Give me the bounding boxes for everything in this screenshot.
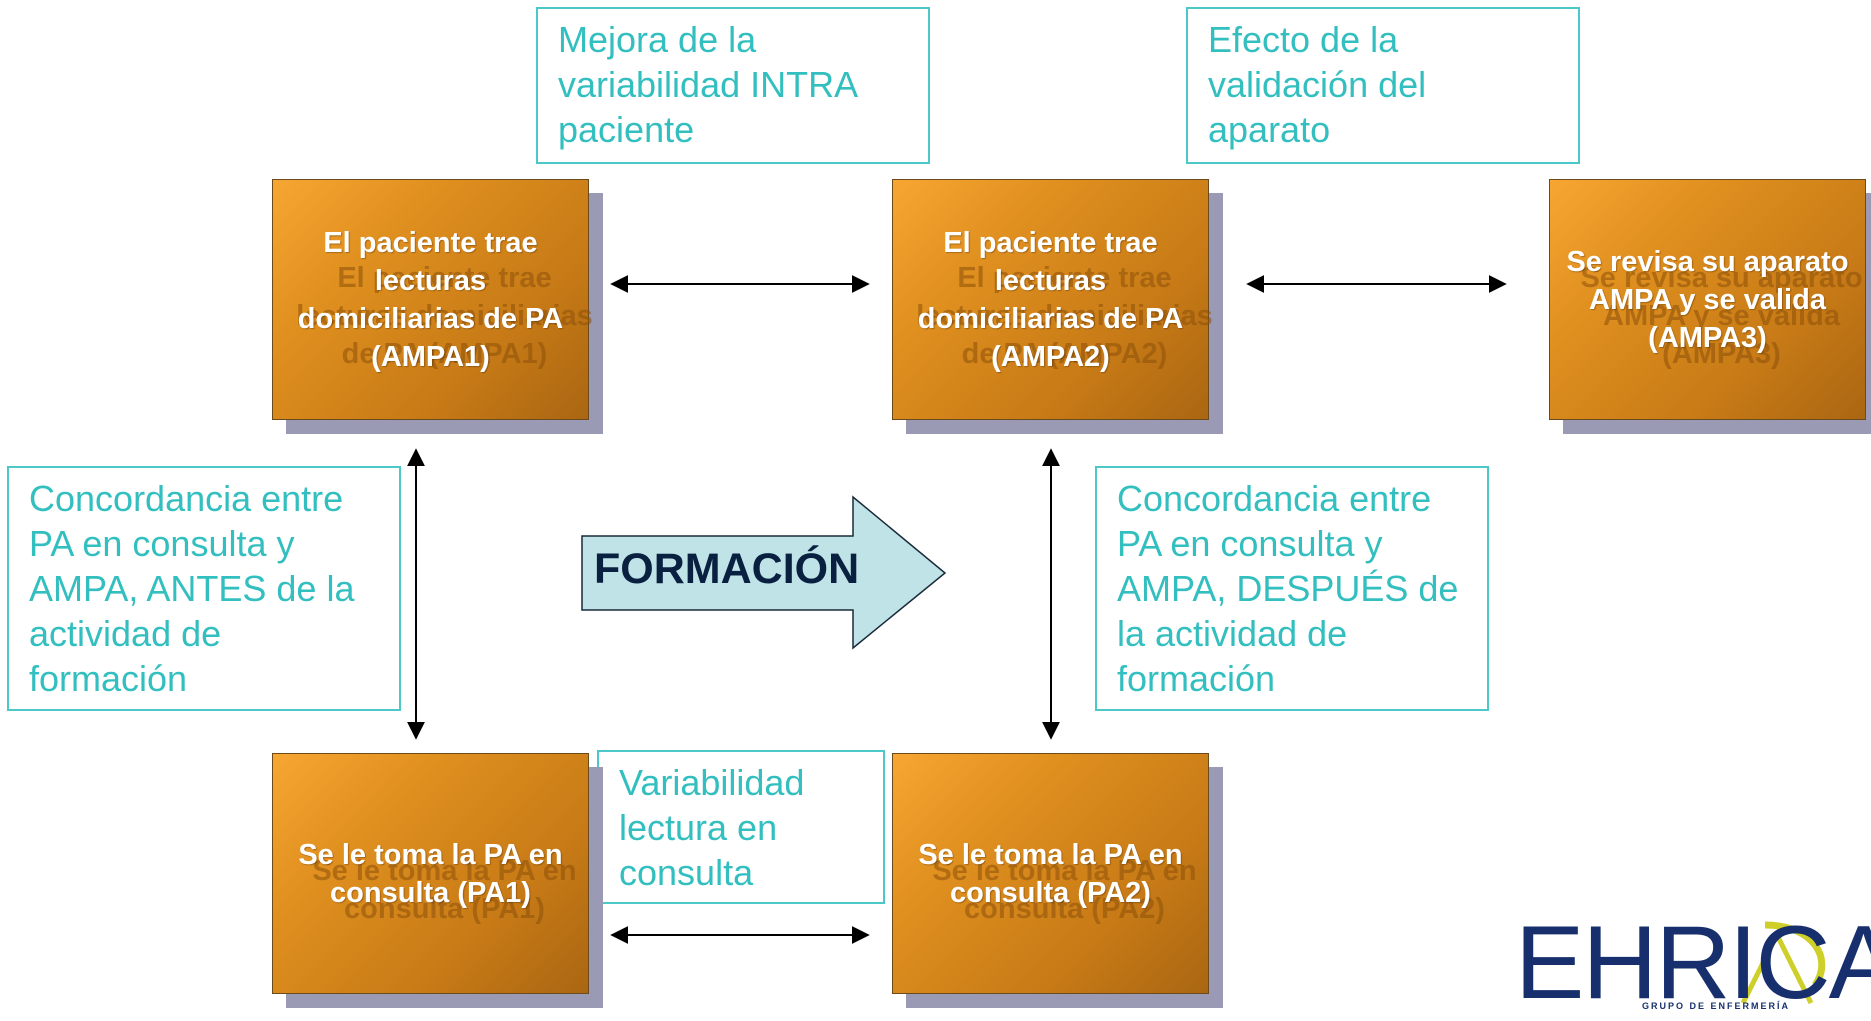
- box-pa2-label: Se le toma la PA en consulta (PA2): [918, 838, 1183, 909]
- note-device-validation: Efecto de la validación del aparato: [1186, 7, 1580, 164]
- logo-text: EHRICA: [1515, 905, 1871, 1021]
- note-agreement-after: Concordancia entre PA en consulta y AMPA…: [1095, 466, 1489, 711]
- note-before-text: Concordancia entre PA en consulta y AMPA…: [29, 478, 355, 699]
- note-after-text: Concordancia entre PA en consulta y AMPA…: [1117, 478, 1459, 699]
- note-agreement-before: Concordancia entre PA en consulta y AMPA…: [7, 466, 401, 711]
- box-ampa2-label: El paciente trae lecturas domiciliarias …: [917, 226, 1184, 373]
- note-office-variability: Variabilidad lectura en consulta: [597, 750, 885, 904]
- logo-subtitle: GRUPO DE ENFERMERÍA: [1642, 1001, 1791, 1011]
- ehrica-logo: EHRICA GRUPO DE ENFERMERÍA: [1515, 911, 1871, 1015]
- note-consulta-text: Variabilidad lectura en consulta: [619, 762, 805, 893]
- box-pa1-label: Se le toma la PA en consulta (PA1): [298, 838, 563, 909]
- formacion-arrow: [581, 495, 947, 650]
- formacion-label: FORMACIÓN: [594, 545, 860, 593]
- note-intra-variability: Mejora de la variabilidad INTRA paciente: [536, 7, 930, 164]
- note-validation-text: Efecto de la validación del aparato: [1208, 19, 1427, 150]
- box-ampa3-label: Se revisa su aparato AMPA y se valida (A…: [1566, 245, 1849, 354]
- note-intra-text: Mejora de la variabilidad INTRA paciente: [558, 19, 857, 150]
- box-ampa1-label: El paciente trae lecturas domiciliarias …: [297, 226, 564, 373]
- logo-swoosh-icon: [1740, 921, 1826, 1005]
